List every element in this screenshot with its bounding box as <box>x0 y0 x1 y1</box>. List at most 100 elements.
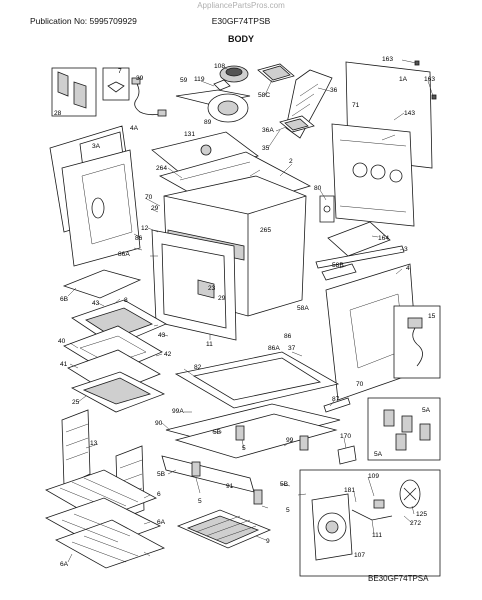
callout-6B[interactable]: 6B <box>60 296 69 303</box>
callout-6A[interactable]: 6A <box>157 519 166 526</box>
part-8-oven-liner[interactable] <box>71 299 167 347</box>
callout-8[interactable]: 8 <box>124 297 128 304</box>
callout-58A[interactable]: 58A <box>297 305 309 312</box>
callout-6A[interactable]: 6A <box>60 561 69 568</box>
callout-86[interactable]: 86 <box>135 235 143 242</box>
part-3-trim[interactable] <box>315 245 405 269</box>
callout-5A[interactable]: 5A <box>374 451 383 458</box>
part-5A-leveling-kit[interactable] <box>367 397 441 461</box>
callout-40[interactable]: 40 <box>58 338 66 345</box>
callout-87[interactable]: 87 <box>332 396 340 403</box>
callout-99A[interactable]: 99A <box>172 408 184 415</box>
callout-70[interactable]: 70 <box>145 194 153 201</box>
callout-6[interactable]: 6 <box>157 491 161 498</box>
callout-80[interactable]: 80 <box>314 185 322 192</box>
callout-143[interactable]: 143 <box>404 110 415 117</box>
callout-29[interactable]: 29 <box>151 205 159 212</box>
callout-58C[interactable]: 58C <box>258 92 270 99</box>
callout-43[interactable]: 43 <box>158 332 166 339</box>
callout-41[interactable]: 41 <box>60 361 68 368</box>
part-7-clip[interactable] <box>102 67 130 101</box>
callout-25[interactable]: 25 <box>72 399 80 406</box>
callout-131[interactable]: 131 <box>184 131 195 138</box>
callout-43[interactable]: 43 <box>92 300 100 307</box>
callout-58B[interactable]: 58B <box>332 262 344 269</box>
part-9-broiler-pan[interactable] <box>176 509 272 549</box>
callout-4[interactable]: 4 <box>406 265 410 272</box>
callout-36[interactable]: 36 <box>330 87 338 94</box>
callout-71[interactable]: 71 <box>352 102 360 109</box>
callout-99[interactable]: 99 <box>286 437 294 444</box>
callout-13[interactable]: 13 <box>90 440 98 447</box>
callout-3[interactable]: 3 <box>404 246 408 253</box>
callout-39[interactable]: 39 <box>136 75 144 82</box>
part-91-kick-panel[interactable] <box>161 455 255 493</box>
callout-7[interactable]: 7 <box>118 68 122 75</box>
callout-28[interactable]: 28 <box>54 110 62 117</box>
callout-107[interactable]: 107 <box>354 552 365 559</box>
part-6B-broil-drawer[interactable] <box>62 269 142 299</box>
part-108-vent-fan[interactable] <box>219 65 249 83</box>
part-170-bracket[interactable] <box>337 445 357 465</box>
callout-170[interactable]: 170 <box>340 433 351 440</box>
callout-86A[interactable]: 86A <box>268 345 280 352</box>
callout-90[interactable]: 90 <box>155 420 163 427</box>
callout-86[interactable]: 86 <box>284 333 292 340</box>
part-36A-duct-seal[interactable] <box>279 115 315 133</box>
callout-5[interactable]: 5 <box>198 498 202 505</box>
part-131-burner-box[interactable] <box>151 131 259 177</box>
callout-1A[interactable]: 1A <box>399 76 408 83</box>
part-25-oven-bottom[interactable] <box>71 371 165 413</box>
callout-9[interactable]: 9 <box>266 538 270 545</box>
callout-86A[interactable]: 86A <box>118 251 130 258</box>
part-59-blower-housing[interactable] <box>175 79 251 123</box>
part-99-leveling-frame[interactable] <box>165 403 341 459</box>
part-58B-flange[interactable] <box>321 263 357 281</box>
callout-15[interactable]: 15 <box>428 313 436 320</box>
callout-272[interactable]: 272 <box>410 520 421 527</box>
callout-164[interactable]: 164 <box>378 235 389 242</box>
callout-5A[interactable]: 5A <box>422 407 431 414</box>
part-58C-filter[interactable] <box>257 63 295 83</box>
callout-42[interactable]: 42 <box>164 351 172 358</box>
callout-91[interactable]: 91 <box>226 483 234 490</box>
callout-2[interactable]: 2 <box>289 158 293 165</box>
part-87-rail[interactable] <box>323 397 351 413</box>
callout-12[interactable]: 12 <box>141 225 149 232</box>
callout-4A[interactable]: 4A <box>130 125 139 132</box>
callout-5B[interactable]: 5B <box>213 429 222 436</box>
callout-35[interactable]: 35 <box>262 145 270 152</box>
callout-119[interactable]: 119 <box>194 76 205 83</box>
callout-181[interactable]: 181 <box>344 487 355 494</box>
part-28-bracket[interactable] <box>51 67 97 117</box>
callout-265[interactable]: 265 <box>260 227 271 234</box>
part-39-wire-harness[interactable] <box>131 77 167 117</box>
part-82-frame[interactable] <box>174 351 340 409</box>
part-80-bracket[interactable] <box>319 195 335 223</box>
callout-111[interactable]: 111 <box>372 532 382 539</box>
callout-29[interactable]: 29 <box>218 295 226 302</box>
callout-37[interactable]: 37 <box>288 345 296 352</box>
callout-163[interactable]: 163 <box>382 56 393 63</box>
callout-89[interactable]: 89 <box>204 119 212 126</box>
part-11-door-frame[interactable] <box>151 229 237 341</box>
callout-36A[interactable]: 36A <box>262 127 274 134</box>
callout-125[interactable]: 125 <box>416 511 427 518</box>
callout-5B[interactable]: 5B <box>157 471 166 478</box>
callout-23[interactable]: 23 <box>208 285 216 292</box>
part-6A-oven-rack[interactable] <box>45 497 165 569</box>
callout-109[interactable]: 109 <box>368 473 379 480</box>
callout-3A[interactable]: 3A <box>92 143 101 150</box>
callout-59[interactable]: 59 <box>180 77 188 84</box>
part-71-rear-panel[interactable] <box>331 123 415 227</box>
callout-264[interactable]: 264 <box>156 165 167 172</box>
callout-5[interactable]: 5 <box>242 445 246 452</box>
part-15-wire-harness[interactable] <box>393 305 441 379</box>
part-3A-side-insulation[interactable] <box>61 149 141 267</box>
callout-11[interactable]: 11 <box>206 341 213 348</box>
callout-163[interactable]: 163 <box>424 76 435 83</box>
callout-5[interactable]: 5 <box>286 507 290 514</box>
part-164-cover[interactable] <box>327 221 391 257</box>
callout-5B[interactable]: 5B <box>280 481 289 488</box>
part-107-convection-fan-assembly[interactable] <box>299 469 441 577</box>
